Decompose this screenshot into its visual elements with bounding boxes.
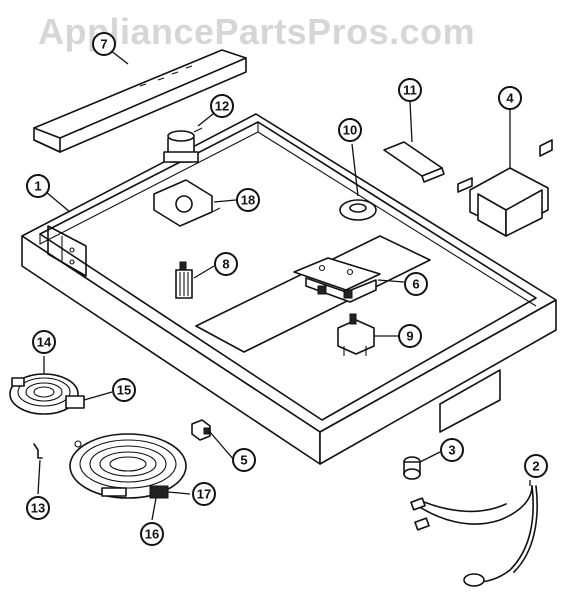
svg-text:16: 16 xyxy=(145,527,159,542)
svg-text:18: 18 xyxy=(241,193,255,208)
callout-8: 8 xyxy=(214,252,238,276)
svg-text:2: 2 xyxy=(532,459,539,474)
part-10-grommet xyxy=(339,199,377,221)
leader-lines xyxy=(37,49,531,521)
callout-3: 3 xyxy=(440,438,464,462)
callout-15: 15 xyxy=(112,378,136,402)
part-4-junction-box xyxy=(457,139,553,237)
part-18-bracket xyxy=(153,179,221,227)
callout-16: 16 xyxy=(140,522,164,546)
svg-text:6: 6 xyxy=(412,277,419,292)
part-1-cooktop-box xyxy=(21,113,557,465)
callout-6: 6 xyxy=(404,272,428,296)
part-2-wire-harness xyxy=(410,485,538,587)
callout-14: 14 xyxy=(32,330,56,354)
part-12-component xyxy=(163,127,203,163)
part-8-relay xyxy=(175,261,193,299)
svg-text:12: 12 xyxy=(215,99,229,114)
part-17-element-large xyxy=(69,433,187,499)
svg-text:3: 3 xyxy=(448,443,455,458)
callout-2: 2 xyxy=(524,454,548,478)
svg-text:8: 8 xyxy=(222,257,229,272)
callout-13: 13 xyxy=(26,496,50,520)
svg-text:4: 4 xyxy=(506,91,514,106)
part-3-terminal xyxy=(403,456,421,480)
callout-5: 5 xyxy=(232,448,256,472)
callout-18: 18 xyxy=(236,188,260,212)
callout-10: 10 xyxy=(338,118,362,142)
callout-1: 1 xyxy=(26,174,50,198)
svg-text:17: 17 xyxy=(197,487,211,502)
callout-7: 7 xyxy=(92,32,116,56)
svg-text:5: 5 xyxy=(240,453,247,468)
part-9-switch xyxy=(337,313,375,356)
svg-text:7: 7 xyxy=(100,37,107,52)
svg-text:9: 9 xyxy=(406,329,413,344)
svg-text:15: 15 xyxy=(117,383,131,398)
callout-4: 4 xyxy=(498,86,522,110)
svg-text:11: 11 xyxy=(403,83,417,98)
part-7-control-bracket xyxy=(33,49,247,153)
part-6-plate xyxy=(293,257,381,303)
callout-9: 9 xyxy=(398,324,422,348)
part-13-clip xyxy=(33,443,43,459)
callout-12: 12 xyxy=(210,94,234,118)
part-5-connector xyxy=(191,419,211,441)
callout-11: 11 xyxy=(398,78,422,102)
callout-17: 17 xyxy=(192,482,216,506)
part-11-clip xyxy=(383,141,445,183)
svg-text:14: 14 xyxy=(37,335,52,350)
part-14-element-small xyxy=(9,373,85,415)
svg-text:10: 10 xyxy=(343,123,357,138)
svg-text:13: 13 xyxy=(31,501,45,516)
svg-text:1: 1 xyxy=(34,179,41,194)
